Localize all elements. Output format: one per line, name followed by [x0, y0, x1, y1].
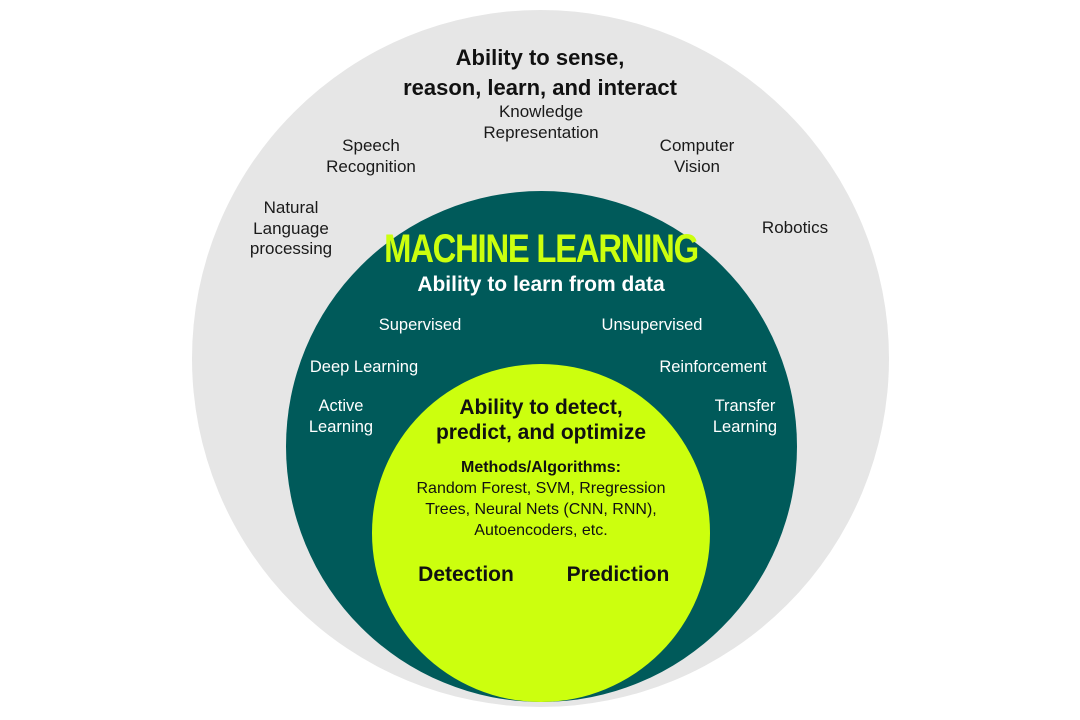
core-title: Ability to detect, predict, and optimize — [435, 396, 647, 445]
label-knowledge-representation: Knowledge Representation — [483, 102, 599, 142]
label-computer-vision: Computer Vision — [659, 136, 735, 176]
label-reinforcement: Reinforcement — [659, 358, 767, 376]
methods-heading: Methods/Algorithms: — [461, 459, 621, 476]
label-natural-language-processing: Natural Language processing — [249, 198, 333, 259]
methods-text: Random Forest, SVM, Rregression Trees, N… — [416, 480, 666, 539]
label-active-learning: Active Learning — [308, 397, 374, 436]
label-speech-recognition: Speech Recognition — [326, 136, 416, 176]
inner-circle-core — [372, 364, 710, 702]
label-deep-learning: Deep Learning — [309, 358, 419, 376]
label-detection: Detection — [418, 563, 514, 586]
machine-learning-subtitle: Ability to learn from data — [417, 273, 665, 296]
label-unsupervised: Unsupervised — [601, 316, 703, 334]
machine-learning-title: MACHINE LEARNING — [384, 227, 699, 271]
label-supervised: Supervised — [378, 316, 462, 334]
label-transfer-learning: Transfer Learning — [712, 397, 778, 436]
outer-ring-title: Ability to sense, reason, learn, and int… — [403, 45, 677, 100]
label-prediction: Prediction — [566, 563, 670, 586]
label-robotics: Robotics — [761, 218, 829, 237]
